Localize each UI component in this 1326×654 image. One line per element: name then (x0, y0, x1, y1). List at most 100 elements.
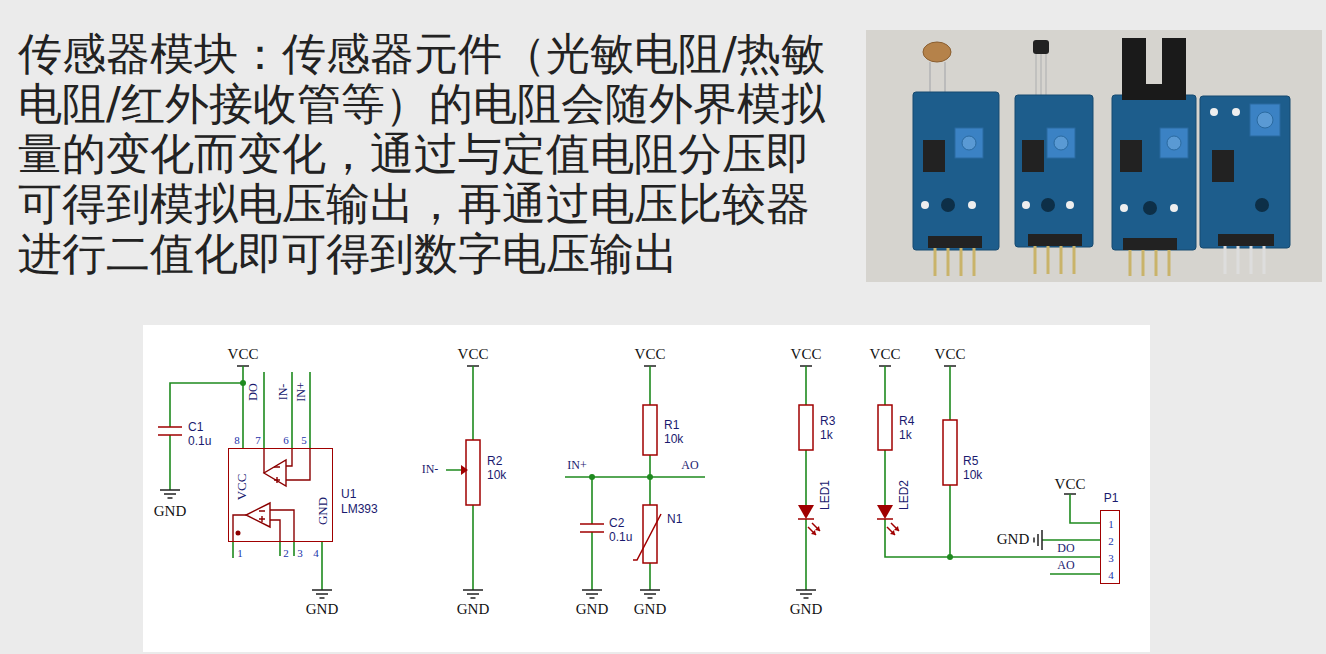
mount-hole (1041, 198, 1055, 212)
description-text: 传感器模块：传感器元件（光敏电阻/热敏电阻/红外接收管等）的电阻会随外界模拟量的… (18, 29, 833, 279)
wire (233, 542, 322, 590)
power-label: VCC (1055, 476, 1086, 493)
led-symbol (877, 505, 893, 519)
wire (446, 366, 473, 590)
pin-number: 1 (237, 547, 243, 560)
power-label: VCC (458, 346, 489, 363)
led (1120, 204, 1128, 212)
resistor-symbol (878, 405, 892, 450)
part-value: 0.1u (188, 435, 211, 449)
part-label: C1 (188, 421, 203, 435)
wire (805, 366, 807, 590)
thermistor (1033, 40, 1049, 54)
power-label: GND (634, 601, 667, 618)
connector-box: P11234 (1100, 510, 1120, 584)
pin-header (1218, 234, 1274, 246)
junction-dot (647, 474, 653, 480)
chip-pin-name: GND (316, 497, 331, 525)
mount-hole (1143, 201, 1157, 215)
led (1210, 108, 1218, 116)
potentiometer-knob (1167, 136, 1181, 150)
potentiometer (1250, 104, 1280, 136)
capacitor-symbol (158, 427, 182, 435)
header-pin (1225, 246, 1264, 274)
junction-dot (589, 474, 595, 480)
power-label: GND (576, 601, 609, 618)
pin-number: 3 (297, 547, 303, 560)
opamp-symbol (246, 503, 270, 527)
sensor-board (1112, 95, 1196, 250)
chip-pin-name: VCC (235, 474, 250, 501)
power-label: GND (306, 601, 339, 618)
ir-slot-sensor (1122, 84, 1186, 100)
pin-number: 8 (234, 434, 240, 447)
wire (1042, 494, 1100, 574)
power-label: VCC (791, 346, 822, 363)
pin-number: 3 (1108, 552, 1114, 565)
part-value: 1k (899, 429, 912, 443)
net-label: DO (1057, 542, 1074, 556)
part-label: C2 (609, 517, 624, 531)
pin-number: 4 (313, 547, 319, 560)
wire (565, 366, 705, 590)
opamp-wire (233, 510, 294, 542)
part-value: 10k (487, 469, 506, 483)
pin-number: 2 (283, 547, 289, 560)
ic-chip (1022, 140, 1044, 172)
net-label: IN- (277, 384, 291, 401)
led-symbol (877, 519, 899, 535)
ground-symbol (463, 590, 483, 598)
header-pin (1035, 246, 1074, 274)
net-label: DO (247, 383, 261, 400)
wire (949, 366, 951, 557)
pin-number: 2 (1108, 535, 1114, 548)
power-label: GND (790, 601, 823, 618)
power-label: VCC (228, 346, 259, 363)
component-lead (1036, 54, 1046, 95)
net-label: IN+ (567, 459, 586, 473)
power-symbol (800, 365, 956, 367)
net-label: AO (1057, 559, 1074, 573)
power-label: GND (457, 601, 490, 618)
led-symbol (798, 505, 814, 519)
junction-dot (240, 380, 246, 386)
header-pin (935, 248, 974, 276)
wiper-arrow (461, 465, 468, 475)
pin-number: 5 (301, 434, 307, 447)
resistor-symbol (643, 405, 657, 455)
led (921, 201, 929, 209)
sensor-board (1200, 96, 1290, 248)
led-symbol (798, 519, 820, 535)
sensor-board (913, 92, 999, 250)
potentiometer (1047, 128, 1075, 158)
potentiometer (1160, 128, 1188, 158)
power-label: VCC (635, 346, 666, 363)
wire (885, 366, 1100, 557)
led (1232, 108, 1240, 116)
ground-symbol (312, 590, 332, 598)
led (1022, 201, 1030, 209)
potentiometer-symbol (466, 440, 480, 505)
part-label: R1 (664, 419, 679, 433)
photoresistor (923, 42, 951, 62)
power-label: GND (154, 503, 187, 520)
photo-ground (866, 30, 1322, 282)
opamp-wire (264, 448, 310, 483)
power-symbol (164, 365, 249, 367)
chip-box: U1 LM393VCCGND (228, 448, 333, 542)
resistor-symbol (799, 405, 813, 450)
pin-number: 1 (1108, 518, 1114, 531)
wire (264, 372, 310, 448)
component-lead (930, 62, 945, 92)
potentiometer-knob (1054, 136, 1068, 150)
mount-hole (1255, 198, 1269, 212)
power-label: VCC (870, 346, 901, 363)
part-label: LED1 (819, 480, 833, 510)
pin1-marker (236, 531, 241, 536)
schematic-panel (143, 325, 1150, 652)
ic-chip (1120, 140, 1142, 172)
ground-symbol (796, 590, 816, 598)
led (1170, 204, 1178, 212)
potentiometer-knob (962, 136, 976, 150)
ground-symbol (160, 490, 180, 498)
